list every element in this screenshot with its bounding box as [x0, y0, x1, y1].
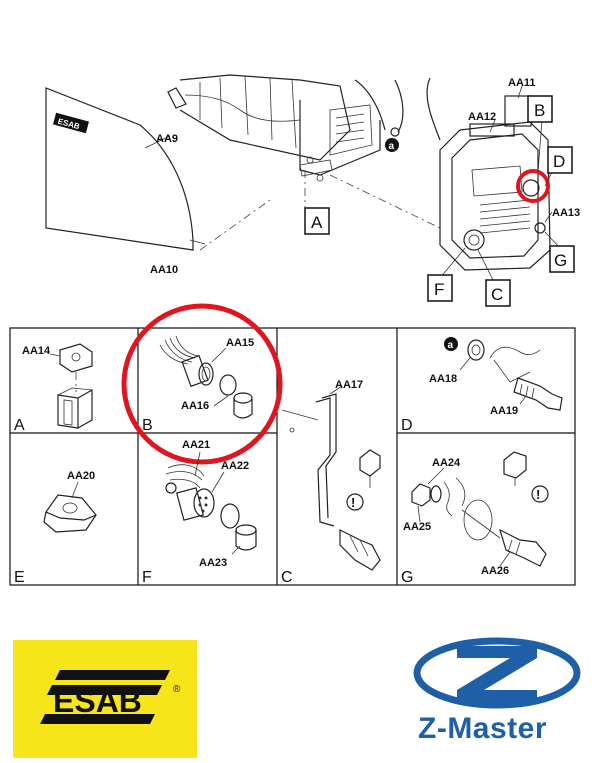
esab-logo-graphic: ESAB ® [40, 670, 181, 724]
svg-text:C: C [491, 285, 503, 304]
svg-text:G: G [554, 251, 567, 270]
view-box-b: B [527, 95, 553, 123]
cell-letter-b: B [142, 417, 153, 434]
esab-registered-mark: ® [173, 684, 181, 695]
cell-c: ! AA17 C [281, 379, 381, 586]
leader-front [329, 174, 441, 229]
chassis-drawing [167, 74, 404, 182]
part-aa24: AA24 [432, 457, 461, 469]
cell-letter-g: G [401, 569, 413, 586]
detail-grid [9, 327, 576, 586]
part-aa14: AA14 [22, 345, 51, 357]
svg-text:B: B [534, 101, 545, 120]
callout-aa9: AA9 [156, 133, 178, 145]
part-aa21: AA21 [182, 439, 210, 451]
view-box-d: D [547, 146, 573, 174]
svg-text:a: a [389, 141, 395, 152]
cell-e: AA20 E [14, 470, 97, 586]
leader-panel [199, 199, 271, 251]
part-aa17: AA17 [335, 379, 363, 391]
svg-text:F: F [434, 280, 444, 299]
part-aa20: AA20 [67, 470, 95, 482]
cell-letter-f: F [142, 569, 152, 586]
callout-aa12: AA12 [468, 111, 496, 123]
cell-letter-c: C [281, 569, 293, 586]
part-aa19: AA19 [490, 405, 518, 417]
callout-aa11: AA11 [508, 77, 536, 89]
part-aa25: AA25 [403, 521, 431, 533]
callout-aa10: AA10 [150, 264, 178, 276]
cell-g: ! AA24 AA25 AA26 G [401, 451, 549, 586]
svg-text:a: a [448, 340, 454, 351]
svg-text:A: A [311, 213, 323, 232]
cell-a: AA14 A [14, 343, 93, 434]
cell-letter-e: E [14, 569, 25, 586]
part-aa26: AA26 [481, 565, 509, 577]
esab-logo-text: ESAB [53, 683, 142, 719]
highlight-circle [121, 303, 283, 465]
part-aa23: AA23 [199, 557, 227, 569]
zmaster-logo-graphic [413, 637, 581, 709]
esab-logo: ESAB ® [13, 640, 197, 758]
cell-f: AA21 AA22 AA23 F [142, 439, 257, 586]
svg-text:D: D [553, 152, 565, 171]
warning-glyph-g: ! [536, 487, 540, 502]
view-box-f: F [427, 274, 453, 302]
view-box-c: C [485, 279, 511, 307]
part-aa15: AA15 [226, 337, 254, 349]
warning-glyph-c: ! [351, 495, 355, 510]
part-aa16: AA16 [181, 400, 209, 412]
cell-letter-a: A [14, 417, 25, 434]
marker-a-overview: a [385, 138, 399, 152]
part-aa18: AA18 [429, 373, 457, 385]
exploded-parts-diagram: ESAB [9, 74, 580, 586]
cell-d: a AA18 AA19 D [401, 337, 563, 434]
zmaster-logo-text: Z-Master [418, 712, 548, 745]
cell-letter-d: D [401, 417, 413, 434]
callout-aa13: AA13 [552, 207, 580, 219]
view-box-g: G [549, 245, 575, 273]
cell-b: AA15 AA16 B [121, 303, 283, 465]
side-panel-drawing: ESAB [45, 87, 206, 251]
part-aa22: AA22 [221, 460, 249, 472]
view-box-a: A [304, 207, 330, 235]
